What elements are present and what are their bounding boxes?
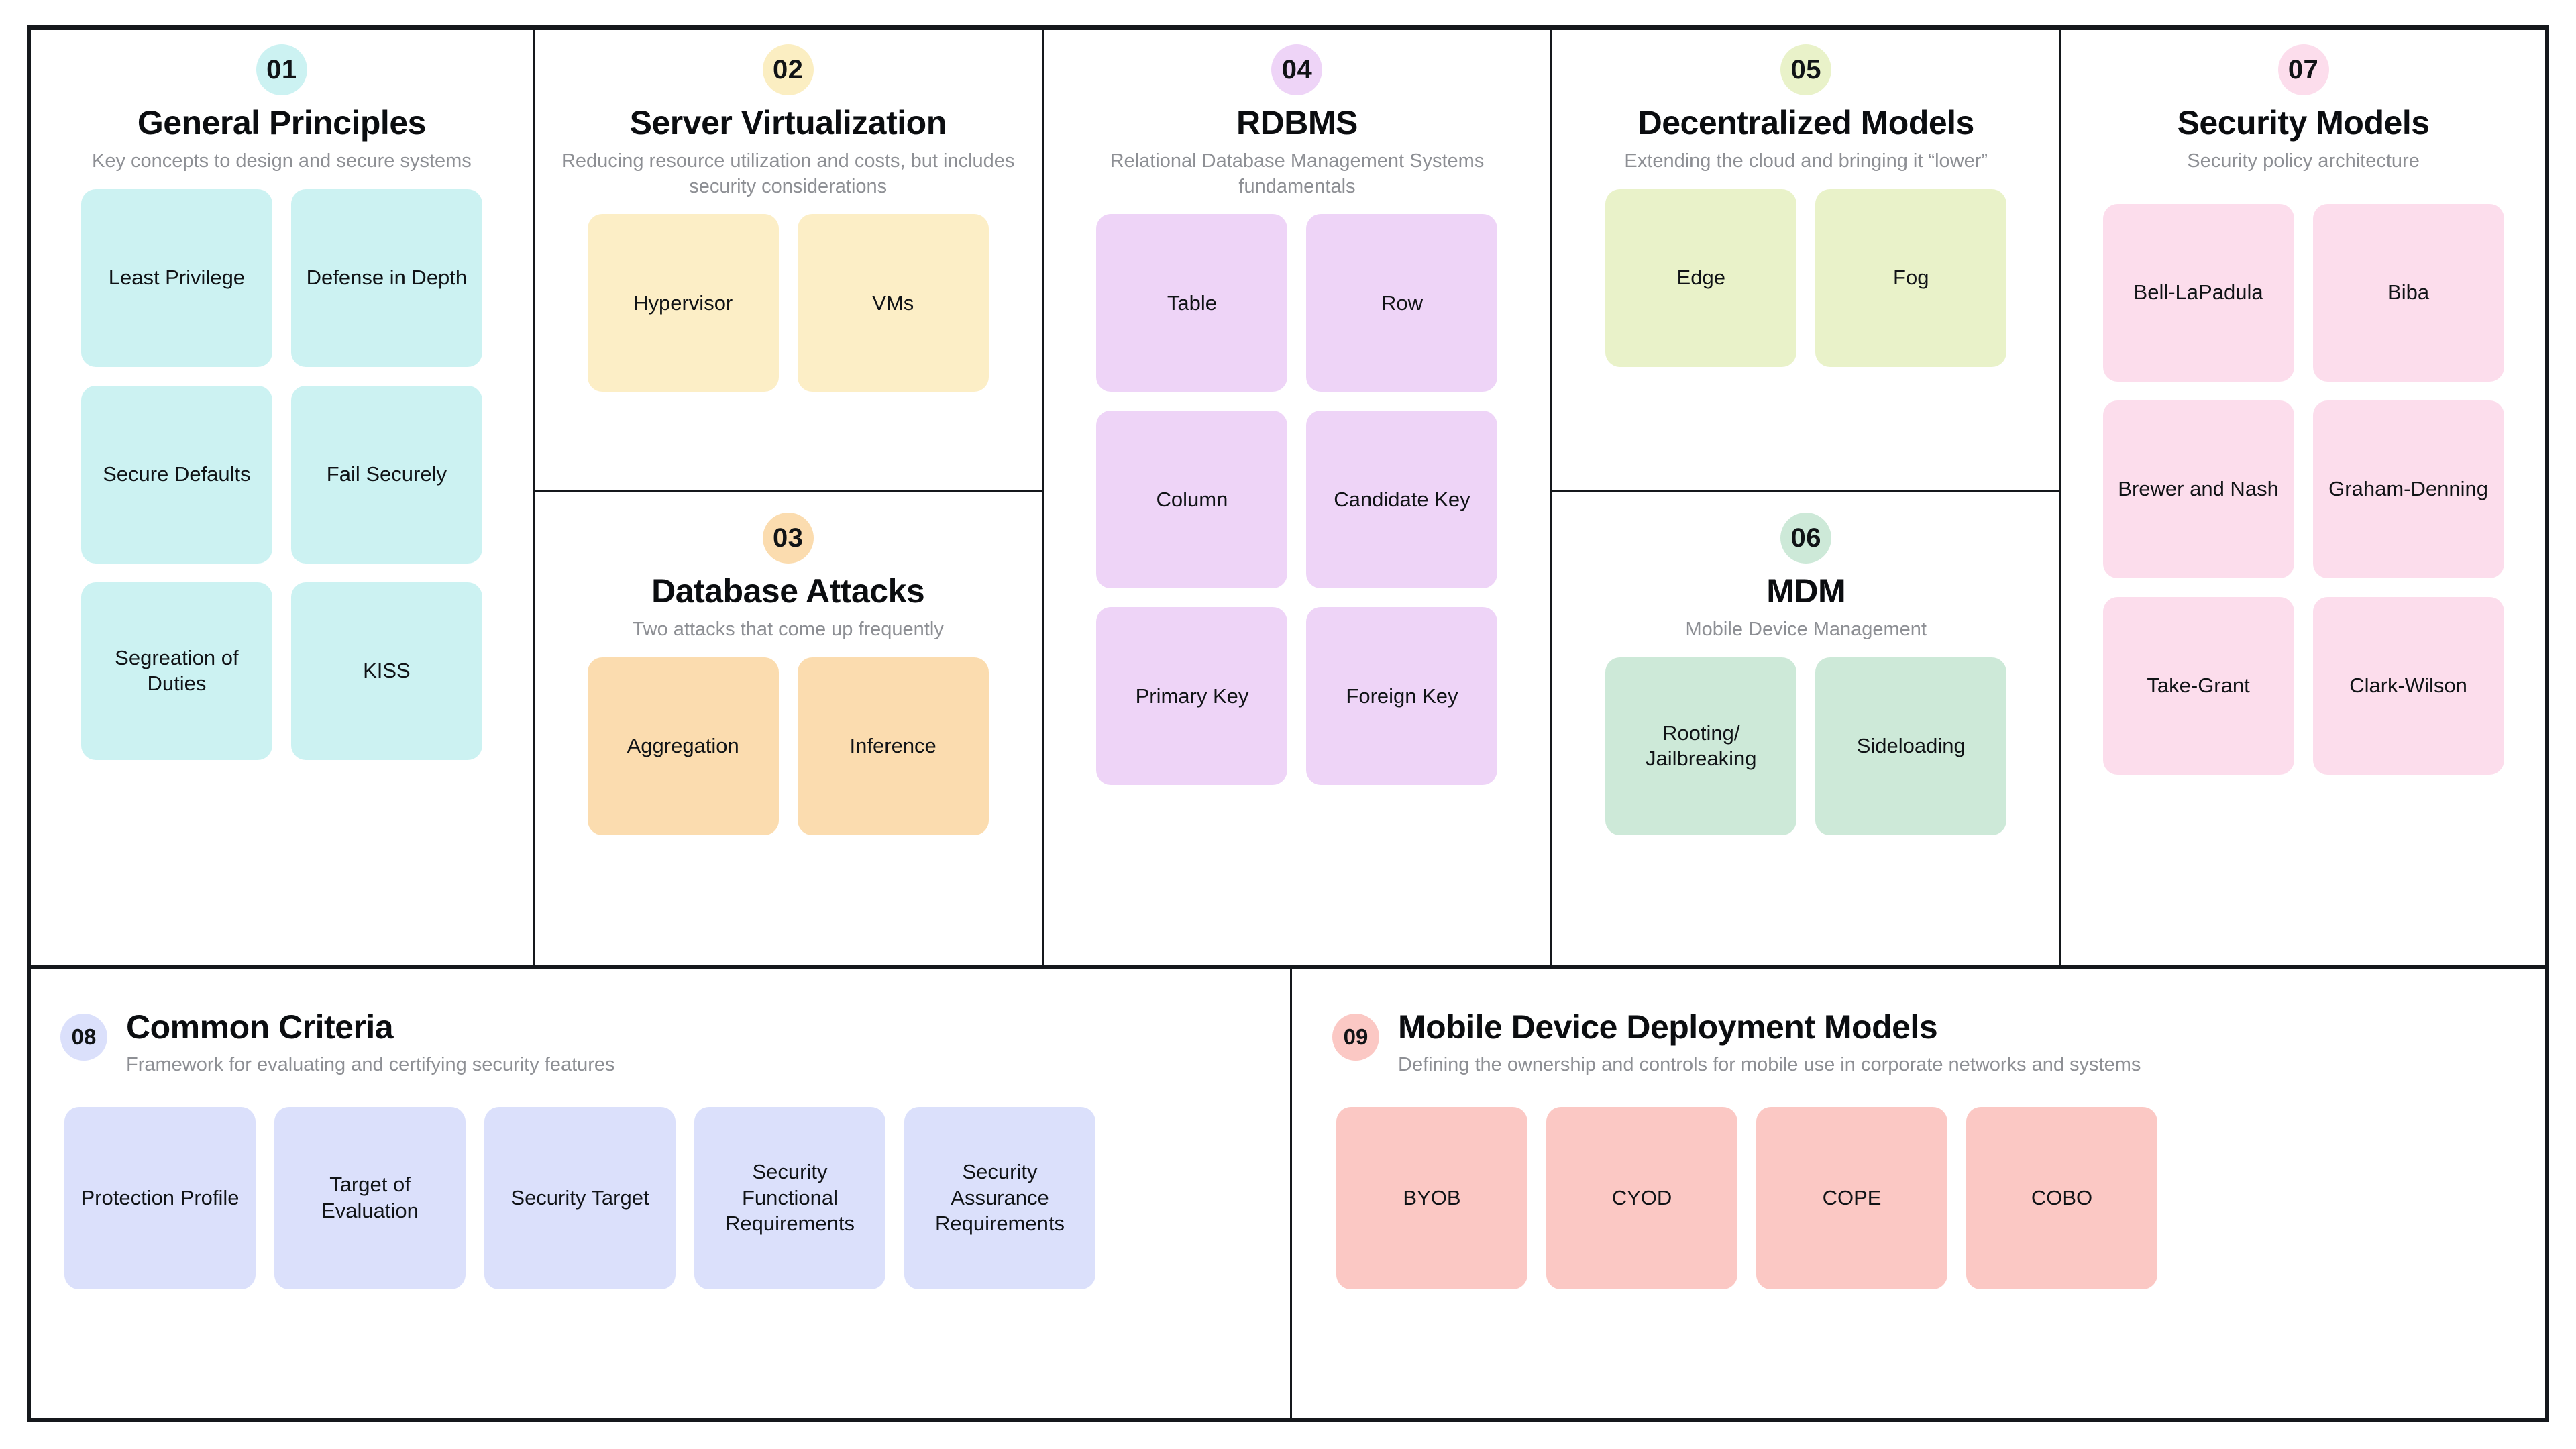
tile-group-rdbms: Table Row Column Candidate Key Primary K… [1060,214,1535,786]
badge-01: 01 [256,44,307,95]
tile-rooting-jailbreaking[interactable]: Rooting/ Jailbreaking [1605,657,1797,835]
panel-title-mdm: MDM [1766,572,1846,610]
tile-byob[interactable]: BYOB [1336,1106,1527,1289]
tile-aggregation[interactable]: Aggregation [587,657,779,835]
panel-decentralized-models: 05 Decentralized Models Extending the cl… [1552,30,2060,492]
tile-group-security-models: Bell-LaPadula Biba Brewer and Nash Graha… [2078,203,2529,775]
panel-title-mobile-device-deployment-models: Mobile Device Deployment Models [1398,1008,1938,1046]
tile-group-general-principles: Least Privilege Defense in Depth Secure … [47,189,517,760]
badge-07: 07 [2277,44,2329,95]
mobile-deployment-header: 09 Mobile Device Deployment Models Defin… [1332,1010,2141,1077]
panel-title-decentralized-models: Decentralized Models [1638,104,1975,142]
tile-cyod[interactable]: CYOD [1546,1106,1737,1289]
panel-subtitle-general-principles: Key concepts to design and secure system… [91,150,472,172]
tile-kiss[interactable]: KISS [290,582,482,760]
tile-table[interactable]: Table [1096,214,1288,392]
tile-hypervisor[interactable]: Hypervisor [587,214,779,392]
tile-foreign-key[interactable]: Foreign Key [1306,607,1498,786]
panel-title-general-principles: General Principles [137,104,427,142]
panel-general-principles: 01 General Principles Key concepts to de… [31,30,533,965]
panel-subtitle-mobile-device-deployment-models: Defining the ownership and controls for … [1398,1053,2141,1075]
tile-row[interactable]: Row [1306,214,1498,392]
tile-group-decentralized-models: Edge Fog [1568,189,2043,367]
panel-mobile-device-deployment-models: 09 Mobile Device Deployment Models Defin… [1292,969,2545,1418]
column-general-principles: 01 General Principles Key concepts to de… [31,30,535,965]
panel-subtitle-server-virtualization: Reducing resource utilization and costs,… [561,150,1015,197]
panel-subtitle-common-criteria: Framework for evaluating and certifying … [126,1053,615,1075]
tile-fog[interactable]: Fog [1815,189,2007,367]
column-security-models: 07 Security Models Security policy archi… [2061,30,2545,965]
panel-subtitle-decentralized-models: Extending the cloud and bringing it “low… [1624,150,1988,172]
tile-candidate-key[interactable]: Candidate Key [1306,411,1498,589]
panel-subtitle-security-models: Security policy architecture [2187,150,2420,172]
tile-protection-profile[interactable]: Protection Profile [64,1106,256,1289]
top-row: 01 General Principles Key concepts to de… [31,30,2545,965]
panel-mdm: 06 MDM Mobile Device Management Rooting/… [1552,492,2059,965]
badge-05: 05 [1780,44,1832,95]
tile-defense-in-depth[interactable]: Defense in Depth [290,189,482,367]
panel-security-models: 07 Security Models Security policy archi… [2061,30,2545,965]
tile-cobo[interactable]: COBO [1966,1106,2157,1289]
column-decentralized-models: 05 Decentralized Models Extending the cl… [1552,30,2062,965]
badge-04: 04 [1271,44,1323,95]
panel-subtitle-database-attacks: Two attacks that come up frequently [632,619,944,640]
tile-group-mobile-deployment: BYOB CYOD COPE COBO [1332,1106,2157,1289]
panel-common-criteria: 08 Common Criteria Framework for evaluat… [31,969,1292,1418]
panel-title-server-virtualization: Server Virtualization [629,104,947,142]
tile-primary-key[interactable]: Primary Key [1096,607,1288,786]
tile-graham-denning[interactable]: Graham-Denning [2312,400,2504,578]
bottom-row: 08 Common Criteria Framework for evaluat… [31,965,2545,1418]
panel-database-attacks: 03 Database Attacks Two attacks that com… [535,492,1042,965]
tile-group-database-attacks: Aggregation Inference [551,657,1026,835]
tile-fail-securely[interactable]: Fail Securely [290,385,482,564]
tile-sideloading[interactable]: Sideloading [1815,657,2007,835]
tile-secure-defaults[interactable]: Secure Defaults [80,385,272,564]
badge-06: 06 [1780,513,1832,564]
panel-title-security-models: Security Models [2177,104,2430,142]
badge-09: 09 [1332,1014,1379,1061]
tile-bell-lapadula[interactable]: Bell-LaPadula [2102,203,2294,382]
badge-02: 02 [762,44,814,95]
tile-cope[interactable]: COPE [1756,1106,1947,1289]
panel-title-database-attacks: Database Attacks [651,572,925,610]
tile-least-privilege[interactable]: Least Privilege [80,189,272,367]
tile-vms[interactable]: VMs [797,214,989,392]
panel-subtitle-mdm: Mobile Device Management [1685,619,1927,640]
badge-08: 08 [60,1014,107,1061]
panel-subtitle-rdbms: Relational Database Management Systems f… [1110,150,1485,197]
tile-security-assurance-requirements[interactable]: Security Assurance Requirements [904,1106,1095,1289]
tile-edge[interactable]: Edge [1605,189,1797,367]
tile-group-server-virtualization: Hypervisor VMs [551,214,1026,392]
tile-clark-wilson[interactable]: Clark-Wilson [2312,596,2504,775]
common-criteria-header: 08 Common Criteria Framework for evaluat… [60,1010,615,1077]
panel-title-common-criteria: Common Criteria [126,1008,394,1046]
tile-biba[interactable]: Biba [2312,203,2504,382]
tile-brewer-and-nash[interactable]: Brewer and Nash [2102,400,2294,578]
tile-group-common-criteria: Protection Profile Target of Evaluation … [60,1106,1095,1289]
tile-group-mdm: Rooting/ Jailbreaking Sideloading [1568,657,2043,835]
tile-take-grant[interactable]: Take-Grant [2102,596,2294,775]
tile-column[interactable]: Column [1096,411,1288,589]
column-server-virtualization: 02 Server Virtualization Reducing resour… [534,30,1044,965]
tile-security-target[interactable]: Security Target [484,1106,676,1289]
panel-title-rdbms: RDBMS [1236,104,1358,142]
tile-target-of-evaluation[interactable]: Target of Evaluation [274,1106,466,1289]
column-rdbms: 04 RDBMS Relational Database Management … [1044,30,1553,965]
tile-security-functional-requirements[interactable]: Security Functional Requirements [694,1106,885,1289]
panel-rdbms: 04 RDBMS Relational Database Management … [1044,30,1551,965]
tile-segregation-of-duties[interactable]: Segreation of Duties [80,582,272,760]
diagram-board: 01 General Principles Key concepts to de… [27,25,2549,1422]
panel-server-virtualization: 02 Server Virtualization Reducing resour… [534,30,1042,492]
tile-inference[interactable]: Inference [797,657,989,835]
badge-03: 03 [762,513,814,564]
